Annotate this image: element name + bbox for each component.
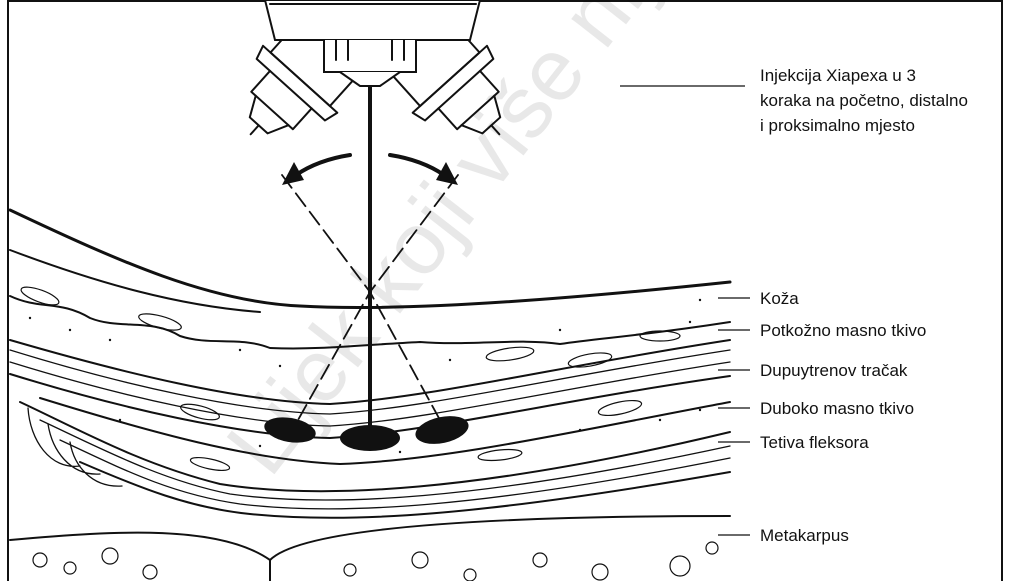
label-deep-fat: Duboko masno tkivo	[760, 399, 914, 418]
label-dupuytren-cord: Dupuytrenov tračak	[760, 361, 908, 380]
label-skin: Koža	[760, 289, 799, 308]
deposit-distal	[413, 412, 471, 449]
label-injection-1: Injekcija Xiapexa u 3	[760, 66, 916, 85]
label-metacarpus: Metakarpus	[760, 526, 849, 545]
deposit-initial	[340, 425, 400, 451]
label-subcutaneous-fat: Potkožno masno tkivo	[760, 321, 926, 340]
label-injection-2: koraka na početno, distalno	[760, 91, 968, 110]
labels: Injekcija Xiapexa u 3 koraka na početno,…	[760, 66, 968, 545]
label-flexor-tendon: Tetiva fleksora	[760, 433, 869, 452]
leader-lines	[620, 86, 750, 535]
label-injection-3: i proksimalno mjesto	[760, 116, 915, 135]
